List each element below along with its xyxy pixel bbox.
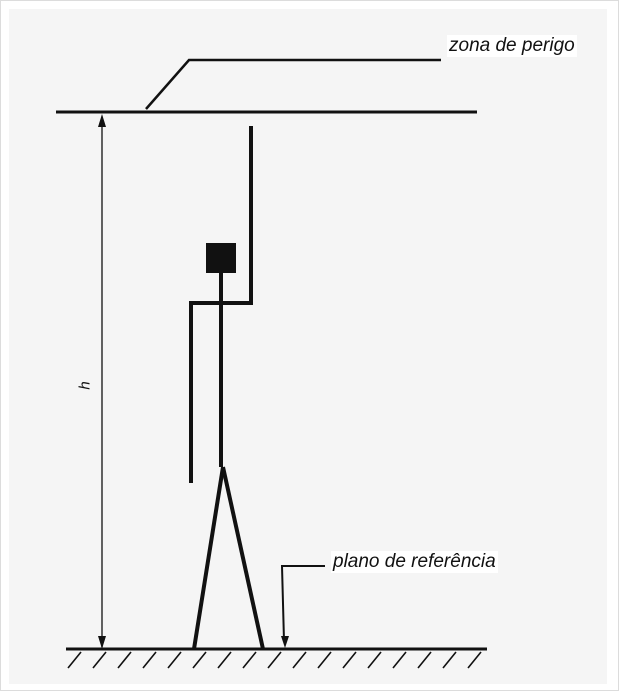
hatch-mark bbox=[267, 651, 282, 669]
hatch-mark bbox=[92, 651, 107, 669]
hatch-mark bbox=[192, 651, 207, 669]
hatch-mark bbox=[242, 651, 257, 669]
reference-plane-leader bbox=[280, 565, 325, 642]
figure-right-leg bbox=[221, 466, 265, 650]
danger-zone-label: zona de perigo bbox=[447, 35, 577, 57]
reference-plane-arrow bbox=[281, 636, 289, 648]
figure-left-leg bbox=[192, 466, 225, 650]
hatch-mark bbox=[367, 651, 382, 669]
height-label: h bbox=[76, 381, 94, 390]
danger-zone-leader bbox=[145, 58, 441, 110]
hatch-mark bbox=[467, 651, 482, 669]
hatch-mark bbox=[342, 651, 357, 669]
height-arrow-top bbox=[98, 114, 106, 127]
hatch-mark bbox=[117, 651, 132, 669]
hatch-mark bbox=[292, 651, 307, 669]
hatch-mark bbox=[392, 651, 407, 669]
reference-plane-label: plano de referência bbox=[331, 551, 498, 573]
hatch-mark bbox=[142, 651, 157, 669]
hatch-mark bbox=[217, 651, 232, 669]
figure-lowered-arm bbox=[189, 301, 221, 483]
hatch-mark bbox=[317, 651, 332, 669]
ground-hatching bbox=[67, 651, 482, 669]
figure-head bbox=[206, 243, 236, 273]
hatch-mark bbox=[442, 651, 457, 669]
diagram-background bbox=[9, 9, 607, 684]
hatch-mark bbox=[67, 651, 82, 669]
height-arrow-bottom bbox=[98, 636, 106, 649]
hatch-mark bbox=[167, 651, 182, 669]
hatch-mark bbox=[417, 651, 432, 669]
figure-raised-arm bbox=[223, 126, 253, 305]
